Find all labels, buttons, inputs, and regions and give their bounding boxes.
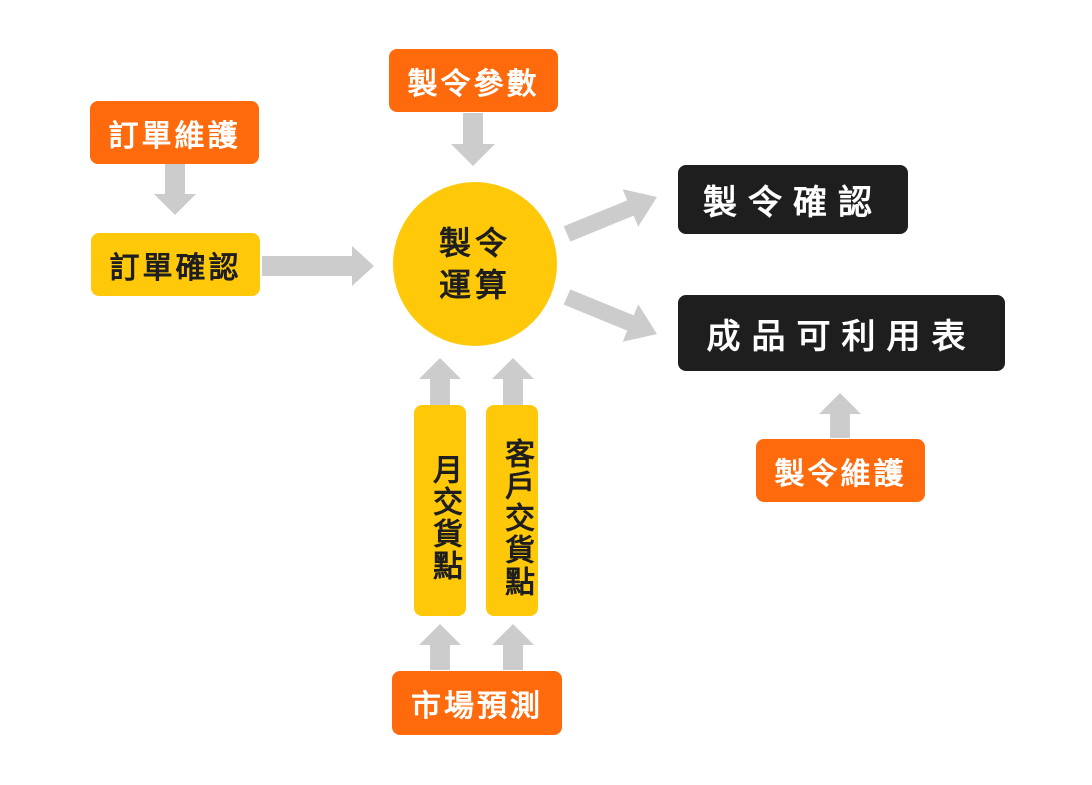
arrow-order-maintenance-to-confirmation (154, 163, 196, 215)
arrow-calculation-to-mo-confirmation (563, 189, 657, 242)
node-finished-goods-availability: 成品可利用表 (678, 295, 1005, 371)
node-mo-parameters-label: 製令參數 (407, 66, 540, 102)
node-order-maintenance-label: 訂單維護 (108, 118, 241, 154)
arrow-monthly-delivery-to-calculation (419, 358, 461, 406)
node-order-confirmation-label: 訂單確認 (109, 250, 242, 286)
node-mo-confirmation: 製令確認 (678, 165, 908, 234)
node-monthly-delivery: 月交貨點 (414, 405, 466, 616)
node-customer-delivery-label: 客戶交貨點 (499, 437, 534, 598)
arrow-customer-delivery-to-calculation (492, 358, 534, 406)
node-finished-goods-availability-label: 成品可利用表 (706, 316, 977, 357)
node-mo-calculation: 製令 運算 (393, 182, 557, 346)
node-customer-delivery: 客戶交貨點 (486, 405, 538, 616)
node-mo-confirmation-label: 製令確認 (703, 183, 883, 223)
arrow-forecast-to-customer-delivery (492, 624, 534, 670)
arrow-order-confirmation-to-calculation (262, 246, 374, 286)
node-mo-maintenance: 製令維護 (756, 439, 925, 502)
node-market-forecast-label: 市場預測 (411, 689, 543, 724)
node-market-forecast: 市場預測 (392, 671, 562, 735)
node-mo-maintenance-label: 製令維護 (774, 456, 907, 492)
node-mo-parameters: 製令參數 (389, 49, 558, 112)
node-mo-calculation-label-line1: 製令 (438, 224, 511, 262)
arrow-calculation-to-availability (563, 289, 657, 342)
node-order-confirmation: 訂單確認 (91, 233, 260, 296)
arrow-mo-maintenance-to-availability (819, 393, 861, 438)
node-monthly-delivery-label: 月交貨點 (427, 453, 462, 582)
node-mo-calculation-label-line2: 運算 (438, 266, 511, 304)
node-order-maintenance: 訂單維護 (90, 101, 259, 164)
arrow-parameters-to-calculation (451, 113, 495, 166)
arrow-forecast-to-monthly-delivery (419, 624, 461, 670)
